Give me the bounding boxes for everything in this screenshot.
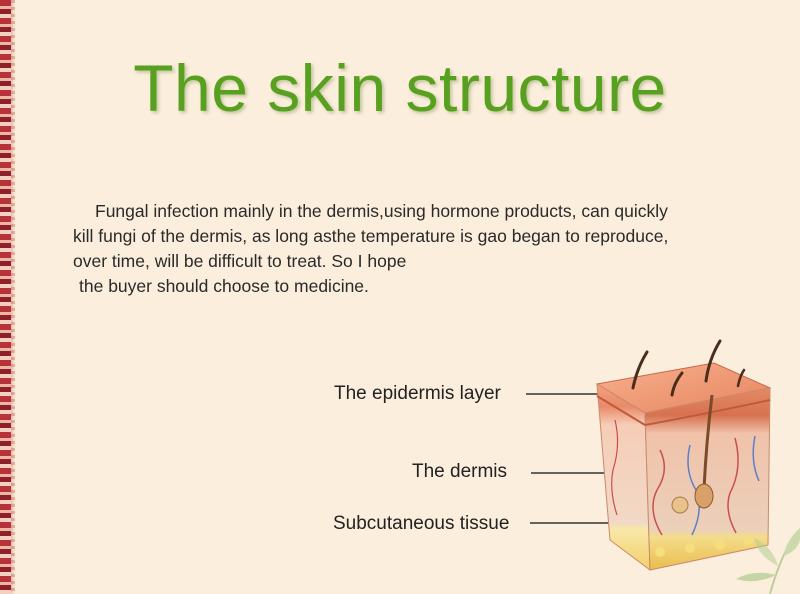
paragraph-line: over time, will be difficult to treat. S… <box>73 251 407 271</box>
epidermis-label: The epidermis layer <box>334 383 501 404</box>
hair <box>704 339 722 383</box>
hair <box>670 371 684 397</box>
description-paragraph: Fungal infection mainly in the dermis,us… <box>73 199 763 299</box>
hair <box>631 350 649 390</box>
dermis-label: The dermis <box>412 461 508 482</box>
skin-block <box>595 362 772 572</box>
bamboo-leaves-decoration <box>736 528 800 594</box>
subcutaneous-label: Subcutaneous tissue <box>333 513 510 534</box>
paragraph-line: the buyer should choose to medicine. <box>79 276 369 296</box>
page-title: The skin structure <box>133 51 667 125</box>
paragraph-line: kill fungi of the dermis, as long asthe … <box>73 226 669 246</box>
paragraph-line: Fungal infection mainly in the dermis,us… <box>95 201 668 221</box>
hair <box>736 368 746 388</box>
decorative-border <box>0 0 15 594</box>
